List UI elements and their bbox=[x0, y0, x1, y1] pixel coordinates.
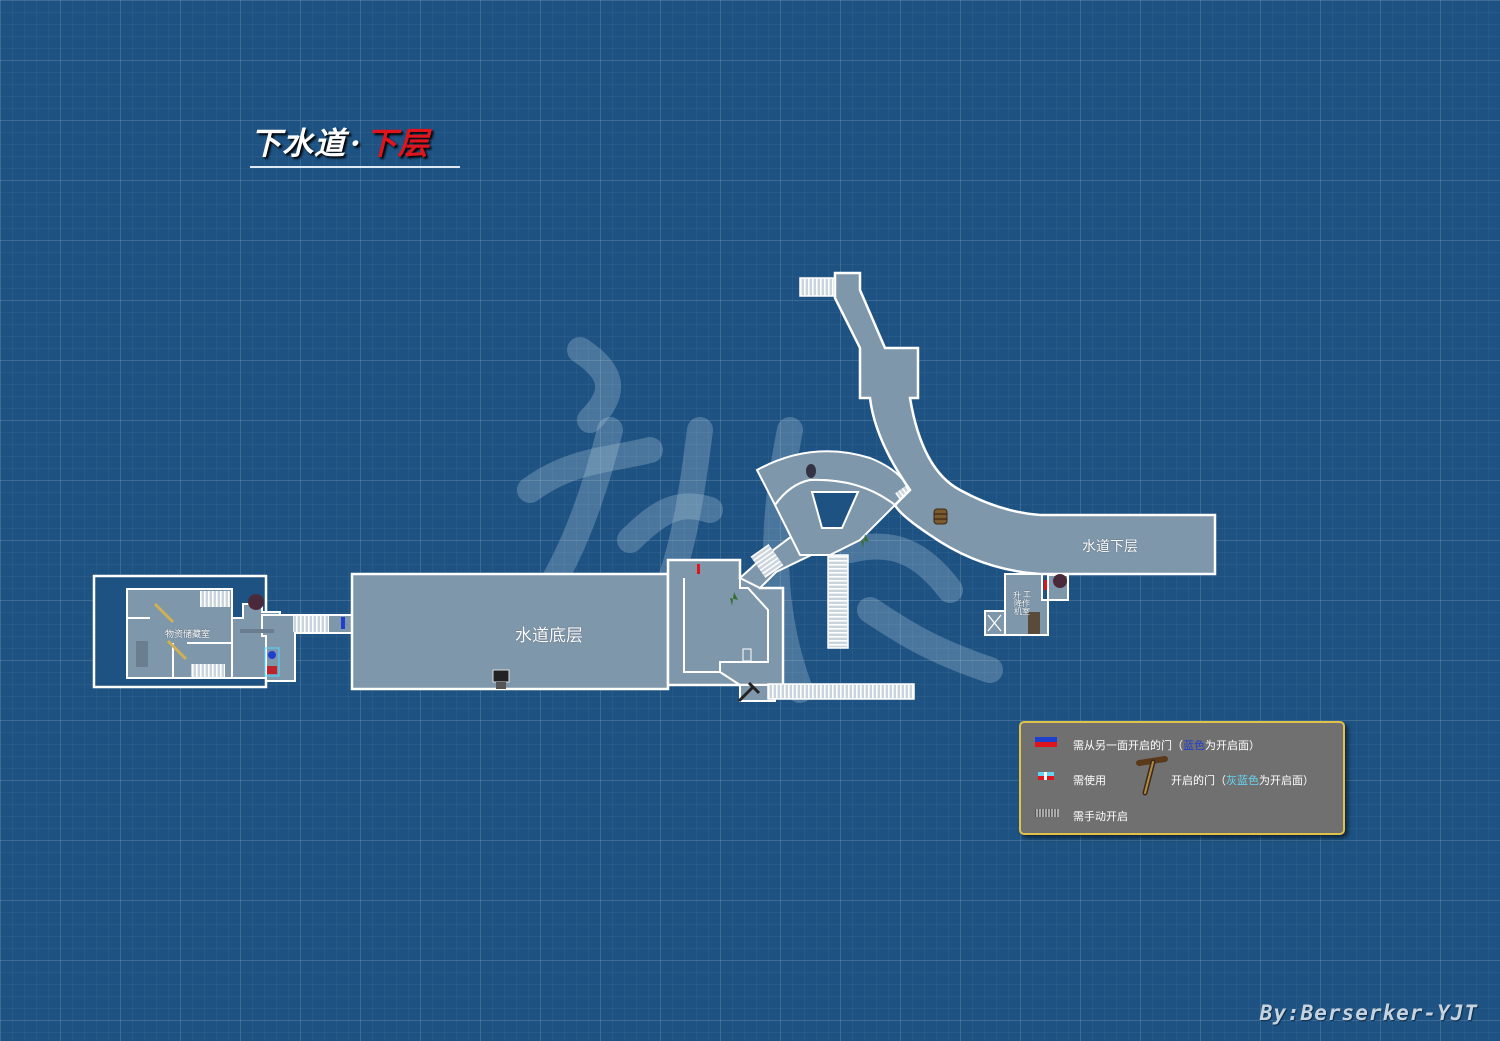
legend-row1-highlight: 蓝色 bbox=[1183, 739, 1205, 752]
barrel-icon[interactable] bbox=[933, 508, 948, 525]
legend-row3-text: 需手动开启 bbox=[1073, 810, 1128, 823]
legend-row1-text-a: 需从另一面开启的门（ bbox=[1073, 739, 1183, 752]
lift-room bbox=[984, 573, 1069, 636]
title-main: 下水道 bbox=[250, 126, 346, 162]
title-separator: · bbox=[350, 126, 362, 162]
shutter-icon bbox=[1035, 809, 1059, 817]
label-lift-room-l1: 升 bbox=[1013, 591, 1021, 600]
legend-row1-text-b: 为开启面） bbox=[1205, 739, 1260, 752]
legend-row2-highlight: 灰蓝色 bbox=[1226, 774, 1259, 787]
label-supply-room: 物资储藏室 bbox=[165, 630, 211, 640]
typewriter-icon[interactable] bbox=[492, 669, 510, 689]
rifle-icon[interactable] bbox=[240, 629, 274, 633]
label-lift-room-l3: 降作 bbox=[1014, 599, 1030, 608]
t-handle-key-icon bbox=[1136, 756, 1168, 796]
map-title-wrap: 下水道·下层 bbox=[250, 118, 460, 168]
label-lift-room-l4: 机室 bbox=[1014, 607, 1030, 616]
knife-icon[interactable] bbox=[166, 639, 188, 661]
title-sub: 下层 bbox=[365, 126, 430, 162]
door-blue-red-icon bbox=[1035, 737, 1057, 747]
page-title: 下水道·下层 bbox=[250, 118, 430, 163]
player-icon bbox=[264, 647, 280, 677]
enemy-icon bbox=[1053, 574, 1067, 588]
middle-room bbox=[666, 558, 915, 702]
map-legend: 需从另一面开启的门（蓝色为开启面） 需使用 开启的门（灰蓝色为开启面） bbox=[1019, 721, 1345, 835]
author-credit: By:Berserker-YJT bbox=[1259, 1001, 1478, 1025]
west-corridor bbox=[261, 614, 353, 682]
label-lift-room-l2: 工 bbox=[1023, 590, 1031, 599]
sewer-bottom-hall bbox=[350, 572, 670, 691]
enemy-icon bbox=[248, 594, 264, 610]
label-sewer-bottom: 水道底层 bbox=[515, 626, 583, 646]
legend-row2-text-b: 开启的门（ bbox=[1171, 774, 1226, 787]
legend-row2-text-a: 需使用 bbox=[1073, 774, 1106, 787]
label-sewer-lower: 水道下层 bbox=[1082, 539, 1138, 555]
grenade-icon[interactable] bbox=[806, 464, 816, 478]
knife-icon[interactable] bbox=[153, 602, 175, 624]
arc-junction bbox=[738, 450, 919, 649]
enemy-icon bbox=[1028, 612, 1040, 634]
legend-row2-text-c: 为开启面） bbox=[1259, 774, 1314, 787]
green-herb-icon[interactable] bbox=[861, 534, 869, 548]
t-handle-key-icon[interactable] bbox=[737, 681, 761, 703]
green-herb-icon[interactable] bbox=[730, 592, 738, 606]
upper-corridor bbox=[799, 271, 1217, 576]
supply-storage-block bbox=[92, 574, 281, 689]
door-gray-blue-red-icon bbox=[1038, 772, 1054, 780]
